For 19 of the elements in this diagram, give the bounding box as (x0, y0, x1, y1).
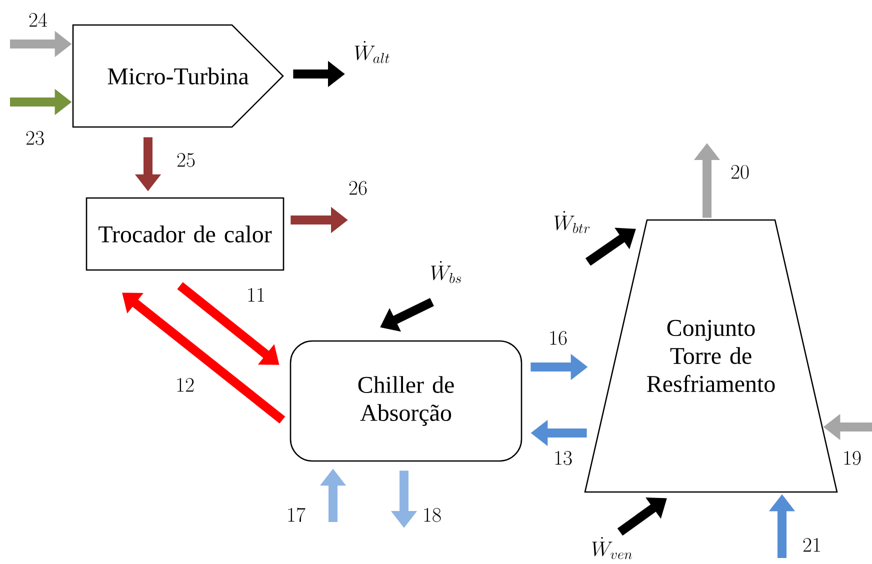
edge-label: $25$ (176, 152, 197, 168)
edge-label: $13$ (552, 450, 574, 466)
turbine-pentagon: Micro-Turbina (72, 24, 284, 128)
edge-label: $21$ (802, 537, 823, 553)
chiller-box: Chiller de Absorção (290, 340, 522, 462)
edge-label: $20$ (730, 164, 751, 180)
edge-label: $17$ (286, 507, 307, 523)
edge-label: $12$ (174, 377, 196, 393)
edge-label: $11$ (246, 287, 267, 303)
edge-label: $\dot{W}_{ven}$ (590, 536, 634, 560)
edge-label: $16$ (548, 330, 569, 346)
edge-label: $\dot{W}_{alt}$ (352, 40, 392, 64)
edge-label: $23$ (24, 130, 46, 146)
edge-label: $18$ (422, 507, 443, 523)
edge-label: $24$ (28, 12, 49, 28)
heat-exchanger-box: Trocador de calor (86, 197, 284, 271)
edge-label: $\dot{W}_{bs}$ (428, 260, 464, 284)
edge-label: $26$ (348, 180, 369, 196)
edge-label: $19$ (842, 450, 863, 466)
